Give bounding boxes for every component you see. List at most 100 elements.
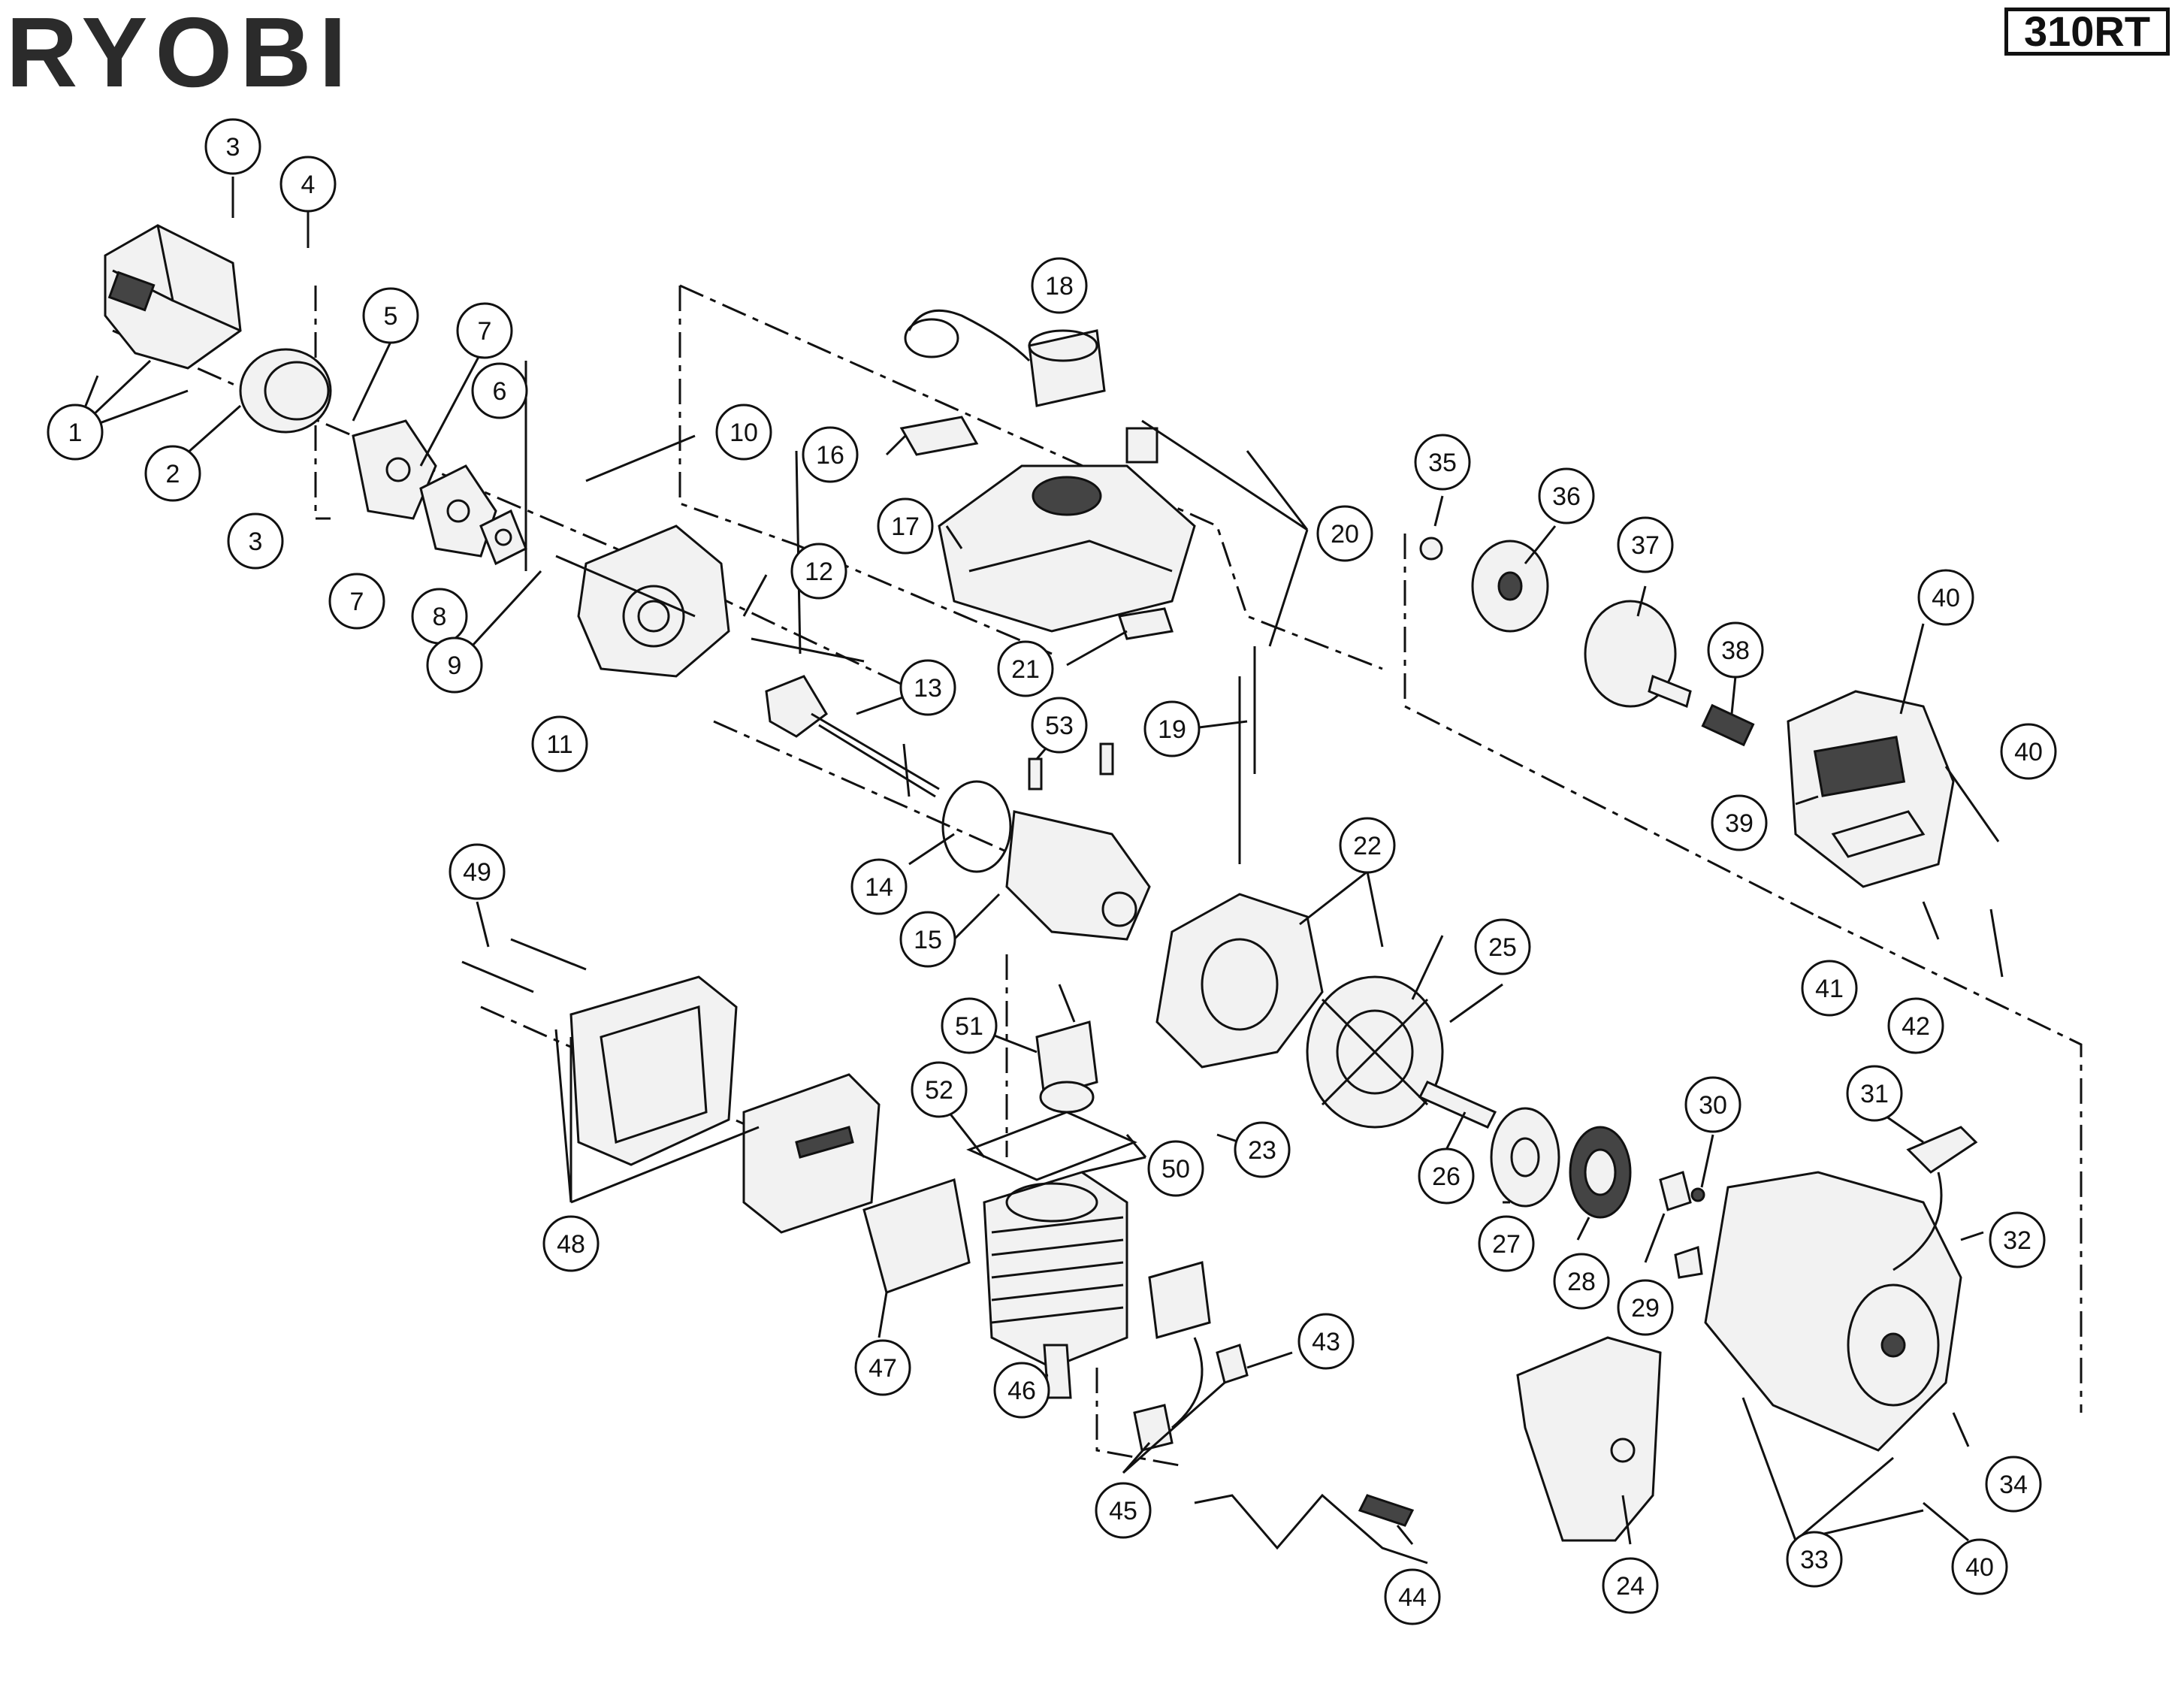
callout-circle (899, 659, 956, 716)
callout-label: 14 (865, 873, 893, 902)
part-base-gasket (966, 1111, 1137, 1181)
callout-label: 39 (1725, 809, 1754, 838)
callout-label: 17 (891, 512, 920, 541)
part-muffler-bolts (461, 938, 587, 993)
callout-9: 9 (426, 636, 483, 694)
part-starter-handle (1892, 1126, 1978, 1271)
callout-10: 10 (715, 404, 772, 461)
callout-label: 22 (1353, 832, 1382, 860)
callout-40: 40 (1917, 569, 1974, 626)
callout-52: 52 (911, 1061, 968, 1118)
callout-50: 50 (1147, 1140, 1204, 1197)
callout-19: 19 (1143, 700, 1201, 757)
callout-3: 3 (227, 512, 284, 570)
callout-circle (1031, 257, 1088, 314)
callout-circle (1478, 1215, 1535, 1272)
part-muffler-cover (569, 975, 738, 1166)
callout-circle (471, 362, 528, 419)
callout-label: 48 (557, 1230, 585, 1259)
callout-label: 21 (1011, 655, 1040, 684)
part-pawls (1659, 1171, 1705, 1279)
callout-circle (1989, 1211, 2046, 1268)
part-housing-cover (104, 224, 242, 370)
part-pulley (1490, 1107, 1560, 1208)
callout-circle (47, 404, 104, 461)
part-crank-gasket (941, 780, 1012, 873)
callout-label: 1 (68, 419, 83, 447)
model-number: 310RT (2004, 8, 2170, 56)
callout-41: 41 (1801, 960, 1858, 1017)
callout-label: 3 (249, 528, 263, 556)
callout-label: 6 (493, 377, 507, 406)
callout-42: 42 (1887, 997, 1944, 1054)
leader-lines (74, 177, 2004, 1545)
callout-8: 8 (411, 588, 468, 645)
callout-label: 23 (1248, 1136, 1276, 1165)
callout-26: 26 (1418, 1147, 1475, 1205)
callout-23: 23 (1234, 1121, 1291, 1178)
callout-40: 40 (2000, 723, 2057, 780)
callout-circle (1887, 997, 1944, 1054)
callout-circle (328, 573, 385, 630)
callout-36: 36 (1538, 467, 1595, 525)
callout-circle (426, 636, 483, 694)
callout-circle (877, 497, 934, 555)
callout-label: 34 (1999, 1471, 2028, 1499)
callout-25: 25 (1474, 918, 1531, 975)
callout-33: 33 (1786, 1531, 1843, 1588)
callout-47: 47 (854, 1339, 911, 1396)
callout-circle (941, 997, 998, 1054)
callout-4: 4 (279, 156, 337, 213)
callout-circle (1617, 516, 1674, 573)
callout-circle (1316, 505, 1373, 562)
callout-circle (911, 1061, 968, 1118)
callout-circle (362, 287, 419, 344)
callout-35: 35 (1414, 434, 1471, 491)
callout-label: 16 (816, 441, 844, 470)
callout-label: 43 (1312, 1328, 1340, 1356)
callout-circle (1917, 569, 1974, 626)
callout-label: 12 (805, 558, 833, 586)
callout-circle (850, 858, 908, 915)
callout-circle (1414, 434, 1471, 491)
part-crankshaft (765, 675, 940, 798)
callout-label: 49 (463, 858, 491, 887)
part-starter-housing (1704, 1171, 1962, 1452)
part-clutch-shoes (1471, 540, 1549, 633)
callout-label: 46 (1007, 1377, 1036, 1405)
callout-28: 28 (1553, 1253, 1610, 1310)
callout-circle (227, 512, 284, 570)
callout-circle (456, 302, 513, 359)
callout-label: 9 (448, 652, 462, 680)
callout-12: 12 (790, 543, 847, 600)
callout-37: 37 (1617, 516, 1674, 573)
callout-circle (1801, 960, 1858, 1017)
callout-circle (1143, 700, 1201, 757)
callout-label: 33 (1800, 1546, 1829, 1574)
callout-21: 21 (997, 640, 1054, 697)
callout-label: 40 (2014, 738, 2043, 766)
callout-label: 10 (730, 419, 758, 447)
part-fuel-cap (904, 309, 1106, 407)
callout-circle (1707, 621, 1764, 679)
callout-circle (1553, 1253, 1610, 1310)
callout-circle (1095, 1482, 1152, 1539)
callout-label: 7 (478, 317, 492, 346)
part-fuel-lines (1125, 427, 1256, 864)
callout-circle (542, 1215, 600, 1272)
callout-circle (993, 1362, 1050, 1419)
callout-24: 24 (1602, 1557, 1659, 1614)
part-throttle-cable (1194, 1493, 1428, 1565)
callout-label: 28 (1567, 1268, 1596, 1296)
callout-label: 51 (955, 1012, 983, 1041)
callout-circle (1297, 1313, 1355, 1370)
part-clutch-washer (1419, 537, 1443, 561)
callout-circle (1234, 1121, 1291, 1178)
callout-label: 5 (384, 302, 398, 331)
part-clutch-spring (1701, 703, 1755, 747)
callout-circle (1786, 1531, 1843, 1588)
callout-label: 13 (914, 674, 942, 703)
callout-38: 38 (1707, 621, 1764, 679)
callout-label: 38 (1721, 636, 1750, 665)
